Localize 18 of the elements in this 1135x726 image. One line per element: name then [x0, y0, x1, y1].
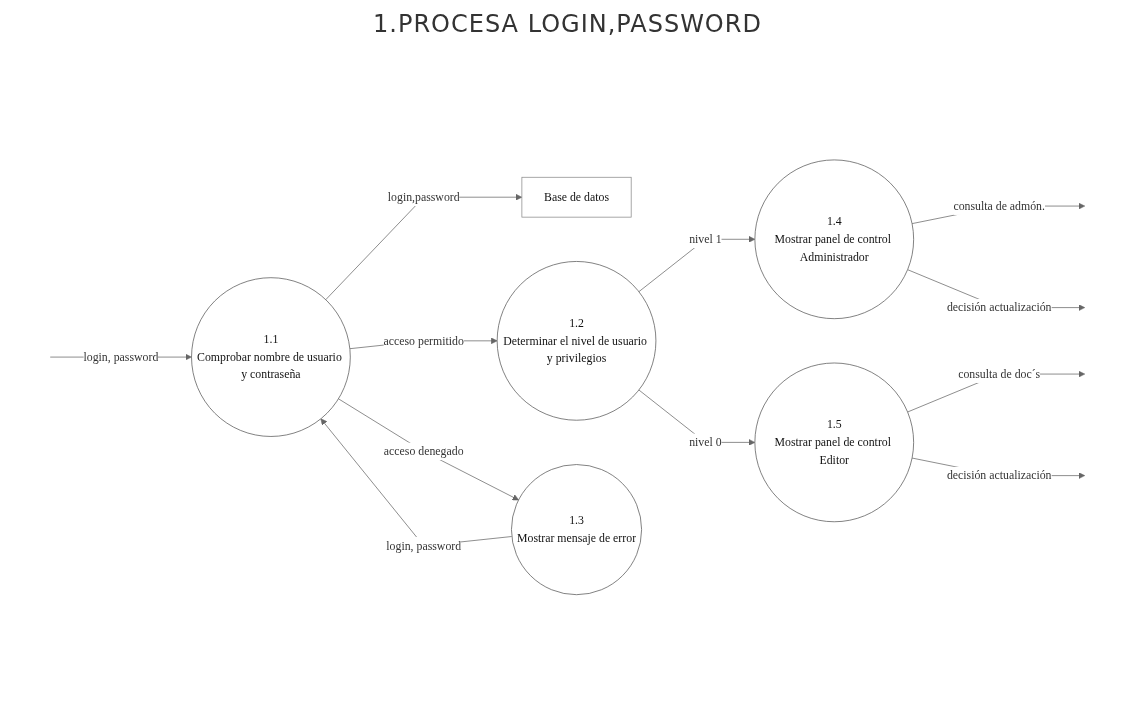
edge-label: consulta de doc´s [958, 367, 1041, 380]
edge-label: decisión actualización [946, 468, 1052, 482]
node-circle: 1.4 Mostrar panel de control Administrador [754, 159, 914, 319]
edge-label: consulta de admón. [953, 199, 1045, 212]
edge-label: acceso denegado [383, 444, 464, 458]
edge-label: login,password [387, 190, 460, 203]
edge-label: nivel 1 [689, 232, 722, 245]
node-circle: 1.3 Mostrar mensaje de error [511, 463, 642, 595]
edge-label: decisión actualización [946, 300, 1052, 314]
edge-label: nivel 0 [689, 435, 722, 448]
diagram-title: 1.PROCESA LOGIN,PASSWORD [372, 10, 763, 38]
node-circle: 1.2 Determinar el nivel de usuario y privilegios [496, 260, 657, 421]
edge-label: acceso permitido [383, 333, 464, 347]
node-circle: 1.5 Mostrar panel de control Editor [754, 362, 914, 522]
edge-label: login, password [83, 350, 159, 363]
node-circle: 1.1 Comprobar nombre de usuario y contraseña [191, 277, 351, 437]
node-box: Base de datos [521, 176, 632, 218]
edge-label: login, password [386, 538, 462, 552]
